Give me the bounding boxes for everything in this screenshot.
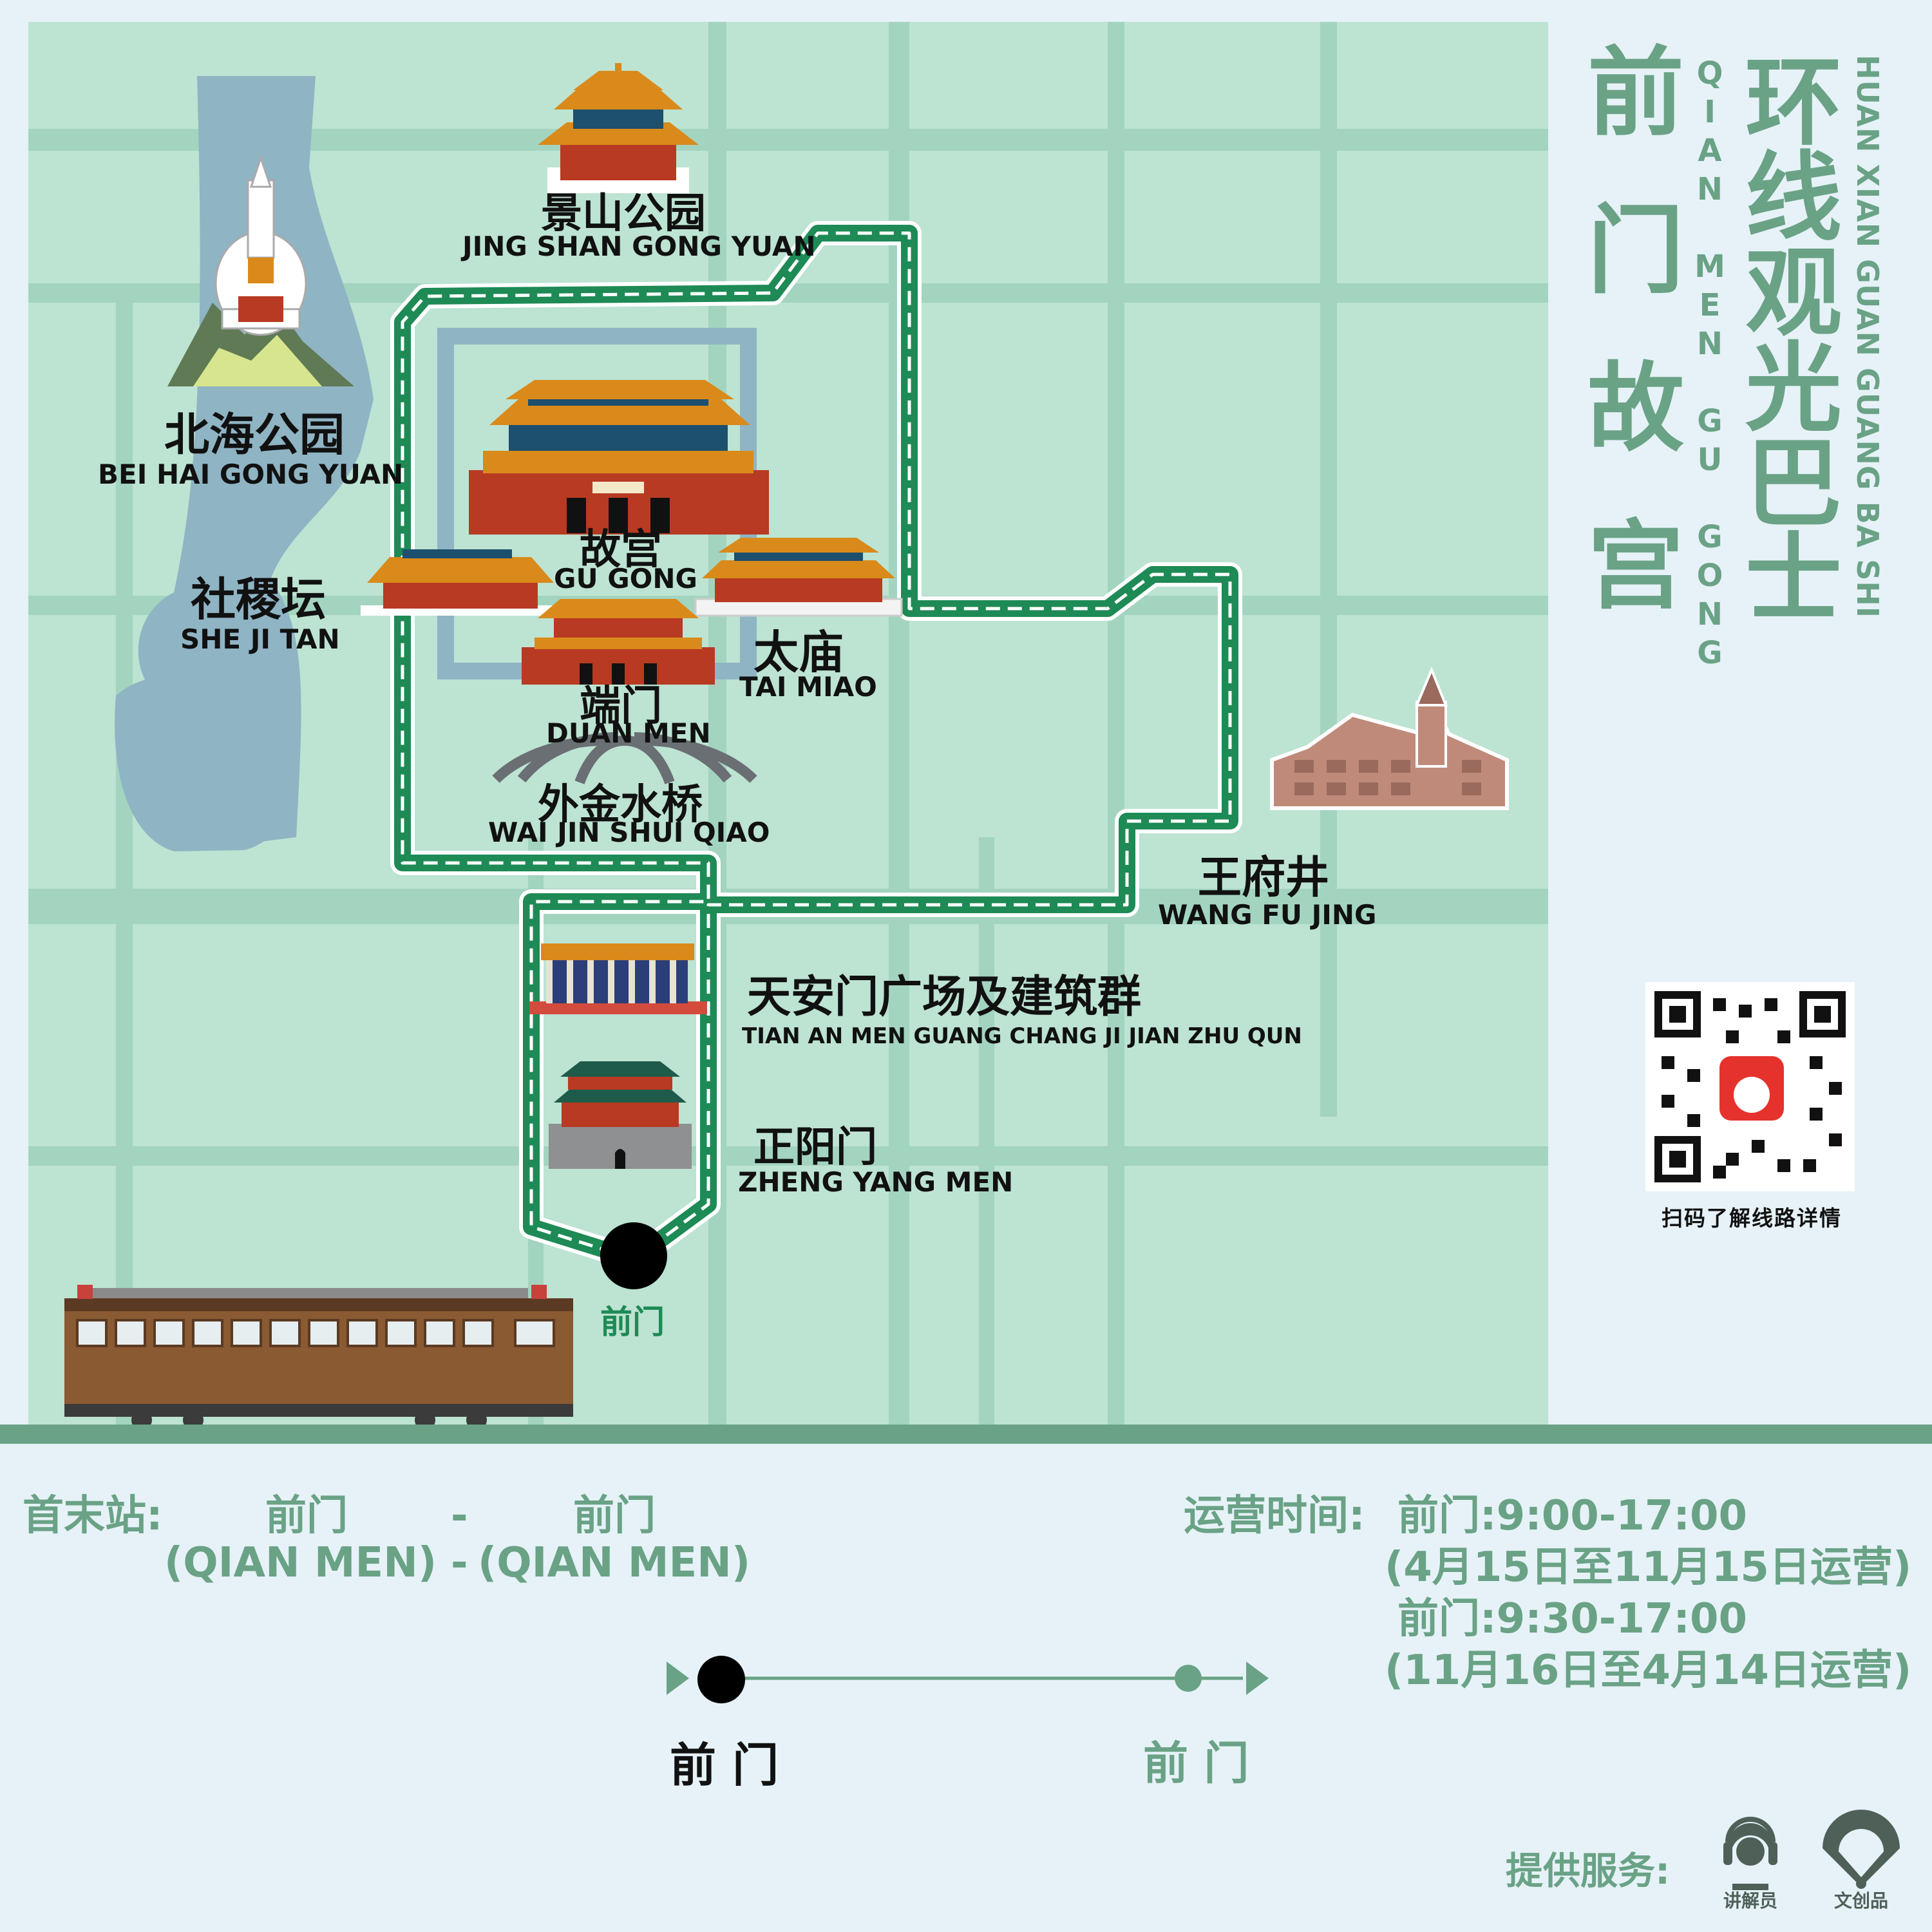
shejitan-label-en: SHE JI TAN — [180, 623, 340, 655]
station-title-char: 宫 — [1587, 511, 1685, 623]
zhengyangmen-label-en: ZHENG YANG MEN — [738, 1166, 1014, 1198]
line-title: 环 线 观 光 巴 士 — [1739, 47, 1848, 636]
headset-guide-icon — [1723, 1817, 1777, 1890]
vintage-tram-icon — [64, 1285, 573, 1430]
duanmen-label-en: DUAN MEN — [546, 717, 711, 749]
station-pinyin-letter — [1705, 483, 1716, 522]
shejitan-gate-icon — [361, 549, 567, 616]
line-title-char: 士 — [1745, 524, 1842, 636]
wangfujing-label-cn: 王府井 — [1198, 853, 1330, 904]
line-title-char: 环 — [1745, 47, 1842, 159]
folding-fan-icon — [1823, 1810, 1900, 1889]
qianmen-stop-label: 前门 — [600, 1303, 665, 1341]
qr-code[interactable] — [1645, 982, 1855, 1191]
jingshan-label-cn: 景山公园 — [541, 190, 706, 238]
hours-1: 前门:9:00-17:00 — [1397, 1492, 1748, 1540]
terminal-label: 首末站: — [23, 1492, 163, 1540]
station-title-char: 故 — [1587, 353, 1685, 465]
zhengyangmen-label-cn: 正阳门 — [753, 1124, 877, 1171]
jingshan-label-en: JING SHAN GONG YUAN — [462, 231, 816, 262]
station-title-char: 前 — [1587, 37, 1685, 149]
waijinshuiqiao-bridge-icon — [492, 732, 757, 784]
route-end-dot — [1175, 1665, 1202, 1692]
tiananmen-label-cn: 天安门广场及建筑群 — [747, 972, 1142, 1023]
beihai-label-en: BEI HAI GONG YUAN — [98, 459, 404, 490]
season-1: (4月15日至11月15日运营) — [1385, 1544, 1912, 1591]
gugong-label-cn: 故宫 — [580, 526, 662, 574]
beihai-dagoba-icon — [167, 155, 354, 386]
route-to-label: 前 门 — [1143, 1737, 1249, 1790]
station-pinyin-letter: G — [1697, 635, 1723, 671]
station-pinyin-letter: G — [1697, 519, 1723, 555]
duanmen-label-cn: 端门 — [580, 683, 662, 730]
taimiao-hall-icon — [694, 538, 903, 617]
duanmen-gate-icon — [522, 599, 715, 685]
taimiao-label-cn: 太庙 — [753, 626, 844, 679]
service-souvenir-label: 文创品 — [1833, 1890, 1888, 1911]
services-label: 提供服务: — [1506, 1849, 1671, 1893]
line-pinyin-text: HUAN XIAN GUAN GUANG BA SHI — [1850, 55, 1885, 619]
terminal-dash-2: - — [451, 1539, 468, 1587]
line-title-char: 巴 — [1745, 428, 1842, 540]
season-2: (11月16日至4月14日运营) — [1385, 1647, 1912, 1694]
beihai-lake — [138, 76, 374, 850]
station-pinyin-letter: M — [1694, 249, 1725, 285]
ground-line — [0, 1425, 1932, 1444]
station-pinyin-letter: O — [1696, 558, 1723, 594]
station-pinyin-letter: N — [1696, 171, 1723, 207]
gugong-palace-icon — [469, 380, 769, 535]
terminal-end-cn: 前门 — [573, 1492, 656, 1540]
route-from-label: 前 门 — [670, 1738, 779, 1792]
hours-2: 前门:9:30-17:00 — [1397, 1595, 1748, 1643]
station-title: 前 门 故 宫 — [1587, 45, 1684, 676]
shejitan-label-cn: 社稷坛 — [191, 573, 326, 626]
station-pinyin-letter — [1705, 367, 1716, 406]
beihai-label-cn: 北海公园 — [164, 408, 345, 461]
jingshan-pavilion-icon — [538, 63, 699, 193]
station-pinyin-letter: G — [1697, 403, 1723, 439]
qianmen-stop-marker[interactable] — [600, 1222, 667, 1289]
station-pinyin-letter: E — [1699, 287, 1721, 323]
station-pinyin-letter — [1705, 213, 1716, 251]
qr-caption: 扫码了解线路详情 — [1662, 1206, 1842, 1231]
terminal-start-en: (QIAN MEN) — [164, 1539, 437, 1587]
line-title-char: 观 — [1745, 238, 1842, 350]
wangfujing-building-icon — [1270, 666, 1509, 810]
route-diagram — [667, 1656, 1269, 1703]
zhongnanhai-lake — [115, 675, 295, 851]
taimiao-label-en: TAI MIAO — [739, 671, 877, 703]
station-pinyin-letter: I — [1704, 94, 1716, 130]
gugong-label-en: GU GONG — [554, 563, 698, 594]
station-title-char: 门 — [1587, 195, 1685, 307]
wangfujing-label-en: WANG FU JING — [1158, 899, 1377, 931]
station-pinyin-letter: A — [1698, 133, 1722, 169]
service-guide-label: 讲解员 — [1723, 1890, 1777, 1911]
bus-route — [390, 221, 1242, 1271]
station-pinyin-letter: N — [1696, 326, 1723, 362]
terminal-start-cn: 前门 — [265, 1492, 348, 1540]
station-pinyin-letter: U — [1697, 442, 1723, 478]
terminal-dash: - — [451, 1492, 468, 1540]
station-pinyin-letter: Q — [1696, 55, 1723, 91]
zhengyangmen-gate-icon — [549, 1061, 692, 1169]
waijinshuiqiao-label-en: WAI JIN SHUI QIAO — [488, 817, 770, 848]
tiananmen-hall-icon — [529, 943, 707, 1014]
waijinshuiqiao-label-cn: 外金水桥 — [538, 781, 703, 829]
tiananmen-label-en: TIAN AN MEN GUANG CHANG JI JIAN ZHU QUN — [742, 1023, 1302, 1049]
line-title-char: 光 — [1745, 333, 1842, 445]
line-title-char: 线 — [1745, 142, 1842, 254]
terminal-end-en: (QIAN MEN) — [478, 1539, 751, 1587]
hours-label: 运营时间: — [1184, 1492, 1365, 1540]
station-pinyin-letter: N — [1696, 596, 1723, 632]
route-start-dot — [697, 1656, 745, 1703]
